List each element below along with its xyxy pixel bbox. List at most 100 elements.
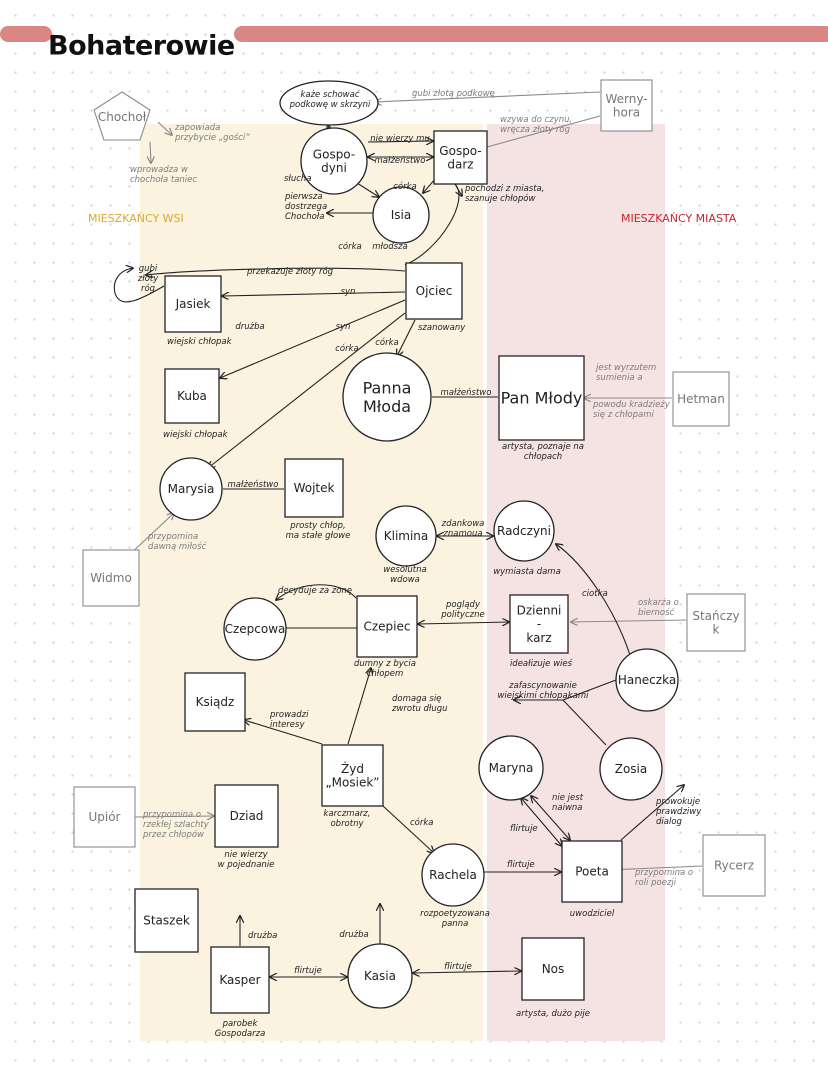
node-marysia[interactable]: Marysia <box>159 457 223 521</box>
page-title: Bohaterowie <box>48 31 235 62</box>
note-ciotka: ciotka <box>582 589 608 599</box>
note-flirtuje-3: flirtuje <box>294 966 322 976</box>
node-chochol[interactable]: Chochoł <box>93 91 151 141</box>
node-label: Wojtek <box>294 481 335 495</box>
node-radczyni[interactable]: Radczyni <box>493 500 555 562</box>
edge-zyd-rachela <box>382 805 434 853</box>
note-kuba: wiejski chłopak <box>163 430 229 440</box>
note-syn-kuba: syn <box>336 322 351 332</box>
node-ojciec[interactable]: Ojciec <box>405 262 463 320</box>
note-druzba-1: drużba <box>235 322 264 332</box>
node-kasia[interactable]: Kasia <box>347 943 413 1009</box>
edge-stanczyk <box>571 620 687 622</box>
node-czepcowa[interactable]: Czepcowa <box>223 597 287 661</box>
city-label: MIESZKAŃCY MIASTA <box>621 212 737 225</box>
edge-kasia-nos <box>413 971 521 973</box>
note-corka-ojciec: córka <box>338 241 362 252</box>
node-label: Staszek <box>143 914 190 928</box>
note-flirtuje-1: flirtuje <box>510 824 538 834</box>
node-gospodyni[interactable]: Gospo-dyni <box>300 127 368 195</box>
edge-rycerz <box>609 865 703 870</box>
node-label: Radczyni <box>497 524 551 538</box>
node-kasper[interactable]: Kasper <box>210 946 270 1014</box>
node-label: Werny-hora <box>605 92 647 120</box>
node-wernyhora[interactable]: Werny-hora <box>600 79 653 132</box>
node-dziad[interactable]: Dziad <box>214 784 279 848</box>
node-haneczka[interactable]: Haneczka <box>615 648 679 712</box>
note-slucha: słucha <box>284 174 312 184</box>
node-maryna[interactable]: Maryna <box>478 735 544 801</box>
node-label: Żyd„Mosiek” <box>325 761 379 790</box>
edge-zyd-czepiec <box>347 668 371 745</box>
node-label: Rachela <box>429 868 477 882</box>
node-rachela[interactable]: Rachela <box>421 843 485 907</box>
node-label: Isia <box>391 208 411 222</box>
node-zosia[interactable]: Zosia <box>599 737 663 801</box>
note-przekazuje: przekazuje złoty róg <box>246 266 334 277</box>
edge-zosia-zafasc <box>562 699 607 746</box>
note-dziennikarz: ideałizuje wieś <box>510 658 573 669</box>
node-label: Kuba <box>177 389 207 403</box>
node-upior[interactable]: Upiór <box>73 786 136 848</box>
node-hetman[interactable]: Hetman <box>672 371 730 427</box>
node-rycerz[interactable]: Rycerz <box>702 834 766 897</box>
node-zyd[interactable]: Żyd„Mosiek” <box>321 744 384 807</box>
node-kuba[interactable]: Kuba <box>164 368 220 424</box>
node-dziennikarz[interactable]: Dzienni-karz <box>509 594 569 654</box>
edge-czepiec-dziennikarz <box>418 622 509 624</box>
note-ojciec: szanowany <box>418 323 466 333</box>
edge-ojciec-marysia <box>208 312 406 468</box>
node-label: Jasiek <box>175 297 211 311</box>
node-label: Dziad <box>230 809 264 823</box>
node-label: Klimina <box>384 529 429 543</box>
title-bar-left <box>0 26 52 42</box>
node-klimina[interactable]: Klimina <box>375 505 437 567</box>
edge-wernyhora-podkowa <box>375 91 601 102</box>
edge-wernyhora-gospodarz <box>476 115 601 150</box>
node-label: Czepcowa <box>225 622 286 636</box>
node-poeta[interactable]: Poeta <box>561 840 623 903</box>
note-radczyni: wymiasta dama <box>493 567 561 577</box>
edge-ojciec-jasiek <box>222 291 406 296</box>
note-corka-rachela: córka <box>410 817 434 828</box>
node-label: Hetman <box>677 392 725 406</box>
node-label: Marysia <box>168 482 215 496</box>
node-czepiec[interactable]: Czepiec <box>356 595 418 658</box>
node-ksiadz[interactable]: Ksiądz <box>184 672 246 732</box>
note-corka-2: córka <box>375 337 399 348</box>
note-flirtuje-2: flirtuje <box>507 860 535 870</box>
node-wojtek[interactable]: Wojtek <box>284 458 344 518</box>
note-malzenstwo-2: małżeństwo <box>441 388 492 398</box>
node-pan-mlody[interactable]: Pan Młody <box>498 355 585 441</box>
note-malzenstwo-3: małżeństwo <box>228 480 279 490</box>
note-wernyhora-1: gubi złotą podkowę <box>412 89 495 99</box>
node-jasiek[interactable]: Jasiek <box>164 275 222 333</box>
village-label: MIESZKAŃCY WSI <box>88 212 184 225</box>
node-label: Gospo-dyni <box>313 147 355 175</box>
note-corka-isia: córka <box>393 181 417 192</box>
node-gospodarz[interactable]: Gospo-darz <box>433 130 488 185</box>
note-zyd: karczmarz,obrotny <box>324 809 371 829</box>
note-malzenstwo-1: małżeństwo <box>375 156 426 166</box>
node-label: Haneczka <box>618 673 676 687</box>
note-decyduje: decyduje za żonę <box>278 586 352 596</box>
node-staszek[interactable]: Staszek <box>134 888 199 953</box>
node-nos[interactable]: Nos <box>521 937 585 1001</box>
node-isia[interactable]: Isia <box>372 186 430 244</box>
edges <box>113 91 703 977</box>
node-widmo[interactable]: Widmo <box>82 549 140 607</box>
